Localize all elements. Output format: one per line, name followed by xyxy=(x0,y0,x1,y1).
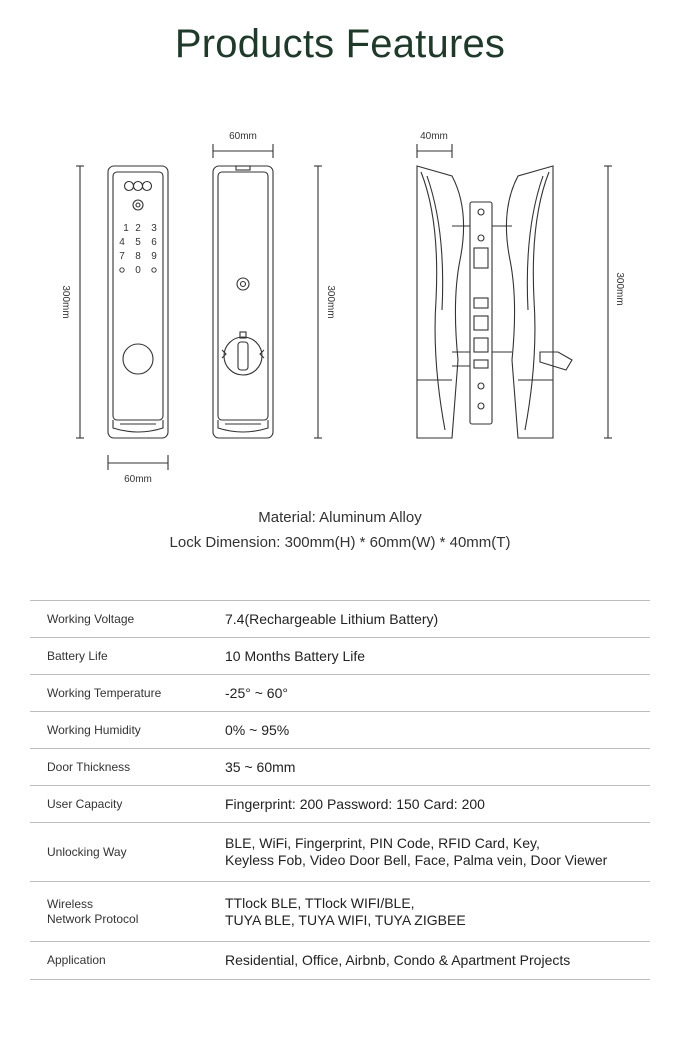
spec-key: Wireless Network Protocol xyxy=(30,881,225,942)
keypad-digit: 4 xyxy=(119,237,125,248)
keypad-digit: 9 xyxy=(151,251,157,262)
side-thickness-label: 40mm xyxy=(420,131,448,142)
table-row: Working Temperature -25° ~ 60° xyxy=(30,674,650,712)
spec-value: Residential, Office, Airbnb, Condo & Apa… xyxy=(225,941,650,980)
material-value: Aluminum Alloy xyxy=(319,509,422,526)
table-row: Door Thickness 35 ~ 60mm xyxy=(30,748,650,786)
spec-value: 35 ~ 60mm xyxy=(225,748,650,786)
front-height-label: 300mm xyxy=(60,285,71,318)
table-row: Battery Life 10 Months Battery Life xyxy=(30,637,650,675)
spec-value-line: TTlock BLE, TTlock WIFI/BLE, xyxy=(225,894,415,911)
material-line: Material: Aluminum Alloy xyxy=(0,509,680,526)
specifications-table: Working Voltage 7.4(Rechargeable Lithium… xyxy=(30,600,650,980)
spec-value: TTlock BLE, TTlock WIFI/BLE, TUYA BLE, T… xyxy=(225,881,650,942)
keypad-digit: 8 xyxy=(135,251,141,262)
back-width-label: 60mm xyxy=(229,131,257,142)
dimension-label: Lock Dimension: xyxy=(169,534,281,551)
spec-value: 10 Months Battery Life xyxy=(225,637,650,675)
spec-value: BLE, WiFi, Fingerprint, PIN Code, RFID C… xyxy=(225,822,650,882)
dimension-line: Lock Dimension: 300mm(H) * 60mm(W) * 40m… xyxy=(0,534,680,551)
spec-key: Door Thickness xyxy=(30,748,225,786)
keypad-digit: 1 xyxy=(123,223,129,234)
spec-key: Working Voltage xyxy=(30,600,225,638)
side-view-lock xyxy=(416,165,573,439)
keypad-digit: 2 xyxy=(135,223,141,234)
side-height-label: 300mm xyxy=(614,272,625,305)
keypad-digit: 5 xyxy=(135,237,141,248)
bell-icon xyxy=(151,267,157,273)
spec-key: Working Humidity xyxy=(30,711,225,749)
table-row: Application Residential, Office, Airbnb,… xyxy=(30,941,650,980)
keypad-digit: 7 xyxy=(119,251,125,262)
table-row: Working Humidity 0% ~ 95% xyxy=(30,711,650,749)
keypad-digit: 0 xyxy=(135,265,141,276)
spec-value: 0% ~ 95% xyxy=(225,711,650,749)
front-view-lock xyxy=(107,165,169,439)
spec-value: -25° ~ 60° xyxy=(225,674,650,712)
page-title: Products Features xyxy=(174,22,506,66)
table-row: Working Voltage 7.4(Rechargeable Lithium… xyxy=(30,600,650,638)
lock-icon xyxy=(119,267,125,273)
front-width-label: 60mm xyxy=(124,474,152,485)
spec-key: Unlocking Way xyxy=(30,822,225,882)
spec-value-line: BLE, WiFi, Fingerprint, PIN Code, RFID C… xyxy=(225,835,540,851)
spec-key: User Capacity xyxy=(30,785,225,823)
table-row: User Capacity Fingerprint: 200 Password:… xyxy=(30,785,650,823)
spec-value-line: Keyless Fob, Video Door Bell, Face, Palm… xyxy=(225,852,608,868)
spec-key: Application xyxy=(30,941,225,980)
back-view-lock xyxy=(212,165,274,439)
spec-key: Battery Life xyxy=(30,637,225,675)
spec-value: 7.4(Rechargeable Lithium Battery) xyxy=(225,600,650,638)
spec-value: Fingerprint: 200 Password: 150 Card: 200 xyxy=(225,785,650,823)
keypad-digit: 3 xyxy=(151,223,157,234)
keypad-digit: 6 xyxy=(151,237,157,248)
spec-value-line: TUYA BLE, TUYA WIFI, TUYA ZIGBEE xyxy=(225,911,466,928)
front-keypad: 1 2 3 4 5 6 7 8 9 0 xyxy=(119,223,157,276)
material-label: Material: xyxy=(258,509,316,526)
dimension-value: 300mm(H) * 60mm(W) * 40mm(T) xyxy=(284,534,511,551)
spec-key-line: Network Protocol xyxy=(47,911,139,926)
table-row: Wireless Network Protocol TTlock BLE, TT… xyxy=(30,881,650,942)
back-height-label: 300mm xyxy=(325,285,336,318)
spec-key: Working Temperature xyxy=(30,674,225,712)
lock-dimension-drawing: 1 2 3 4 5 6 7 8 9 0 60mm 300mm 60mm 300m… xyxy=(60,131,625,485)
spec-key-line: Wireless xyxy=(47,896,94,911)
table-row: Unlocking Way BLE, WiFi, Fingerprint, PI… xyxy=(30,822,650,882)
